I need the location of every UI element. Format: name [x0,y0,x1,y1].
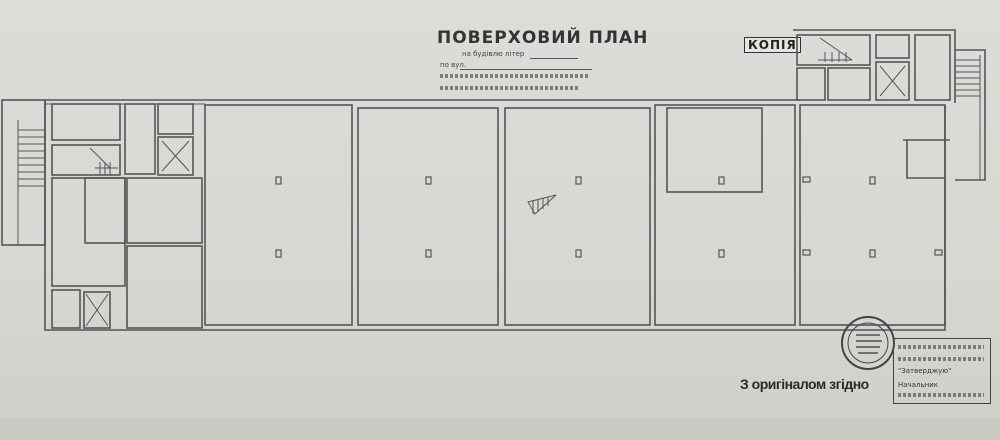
hall-room [654,104,796,326]
room [827,67,871,101]
copy-stamp: КОПІЯ [744,37,801,53]
room [914,34,951,101]
annex-outline [793,29,956,103]
room [51,289,81,329]
inner-room [666,107,763,193]
stair-room [51,144,121,176]
room [84,177,126,244]
approval-box: "Затверджую" Начальник [893,338,991,404]
stair-symbol [527,194,557,215]
street-field-line [460,69,592,70]
room [124,103,156,175]
signature-line [898,393,984,397]
street-label: по вул. [440,61,467,69]
head-label: Начальник [898,381,938,389]
right-stair-block [955,49,986,181]
room [157,103,194,135]
room [51,103,121,141]
building-label: на будівлю літер [462,50,525,58]
room [796,67,826,101]
handwritten-date [898,345,984,349]
approved-label: "Затверджую" [898,367,952,375]
handwritten-line [440,74,590,78]
room [51,177,126,287]
hall-room [357,107,499,326]
left-stair-steps [17,120,45,245]
paper-edge [0,418,1000,440]
hall-room [204,104,353,326]
handwritten-line [440,86,580,90]
building-field-line [530,58,578,59]
hall-room [504,107,651,326]
room [126,177,203,244]
room [875,34,910,59]
elevator-shaft [875,61,910,101]
room [126,245,203,329]
elevator-shaft [83,291,111,329]
hall-room [799,104,946,326]
right-stair-steps [955,55,981,180]
original-certification: З оригіналом згідно [740,376,869,392]
inner-room [903,139,950,179]
elevator-shaft [157,136,194,176]
columns [275,176,943,258]
stair-room [796,34,871,66]
handwritten-line [898,357,984,361]
round-seal [841,316,895,370]
document-title: ПОВЕРХОВИЙ ПЛАН [437,28,649,48]
